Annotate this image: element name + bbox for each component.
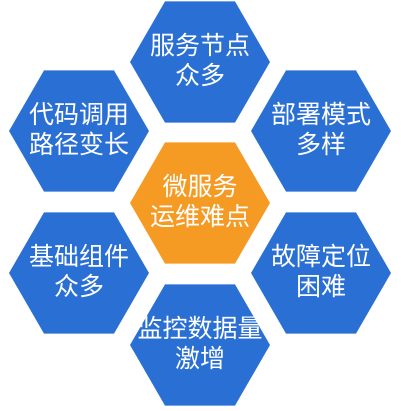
hex-label-top-left-line-2: 路径变长 [29, 130, 129, 159]
hex-node-bottom-right: 故障定位 困难 [251, 212, 391, 334]
hex-label-bottom-right-line-2: 困难 [296, 272, 346, 301]
hex-node-bottom: 监控数据量 激增 [130, 284, 270, 406]
hex-label-bottom-right-line-1: 故障定位 [271, 242, 371, 271]
hex-label-top-right-line-2: 多样 [296, 130, 346, 159]
hex-label-bottom-line-1: 监控数据量 [137, 314, 262, 343]
hex-label-top-left-line-1: 代码调用 [29, 100, 129, 129]
hex-label-top-right-line-1: 部署模式 [271, 100, 371, 129]
hex-shape-bottom-left [9, 212, 149, 334]
hex-label-bottom-left-line-2: 众多 [54, 272, 104, 301]
hex-shape-top-left [9, 70, 149, 192]
hex-node-top-left: 代码调用 路径变长 [9, 70, 149, 192]
hex-label-top-line-1: 服务节点 [150, 31, 250, 60]
hex-label-bottom-line-2: 激增 [175, 344, 225, 373]
hex-shape-bottom-right [251, 212, 391, 334]
hex-shape-top [130, 1, 270, 123]
hex-label-top-line-2: 众多 [175, 61, 225, 90]
hex-node-bottom-left: 基础组件 众多 [9, 212, 149, 334]
hex-node-top-right: 部署模式 多样 [251, 70, 391, 192]
hex-shape-bottom [130, 284, 270, 406]
hex-node-top: 服务节点 众多 [130, 1, 270, 123]
hex-node-center: 微服务 运维难点 [130, 142, 270, 264]
hex-shape-top-right [251, 70, 391, 192]
hex-label-center-line-2: 运维难点 [150, 202, 250, 231]
hex-label-center-line-1: 微服务 [162, 172, 237, 201]
hex-shape-center [130, 142, 270, 264]
hex-label-bottom-left-line-1: 基础组件 [29, 242, 129, 271]
